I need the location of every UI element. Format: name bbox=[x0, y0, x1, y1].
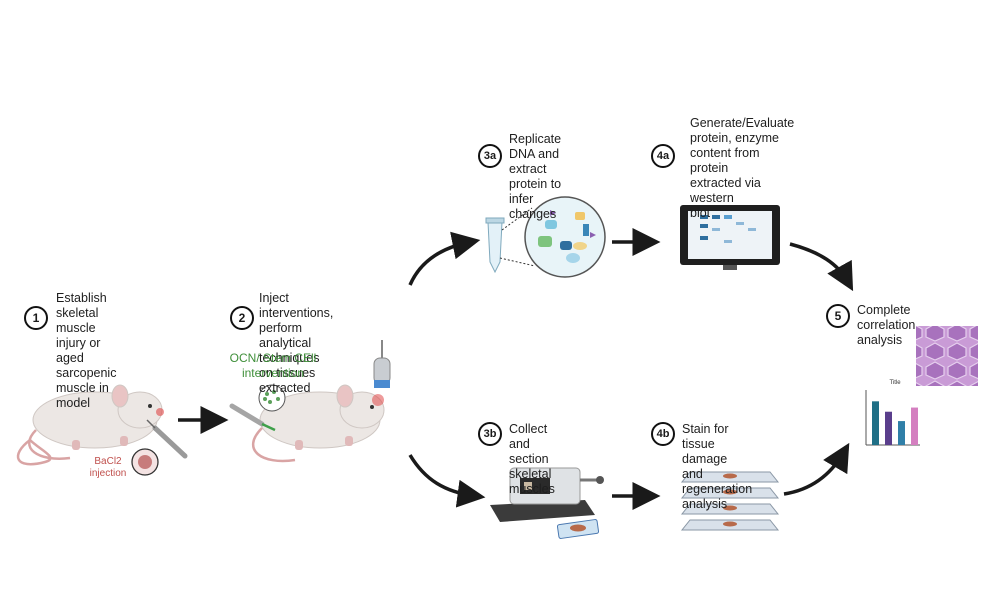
monitor-illustration bbox=[680, 205, 780, 270]
step-2-badge: 2 bbox=[230, 306, 254, 330]
microtome-illustration bbox=[490, 467, 604, 522]
tube-illustration bbox=[485, 217, 505, 274]
step-3a-label: Replicate DNA and extract protein to inf… bbox=[509, 132, 562, 221]
ultrasound-probe bbox=[373, 340, 391, 388]
step-1-label: Establish skeletal muscle injury or aged… bbox=[56, 291, 117, 410]
mouse-1-illustration bbox=[16, 384, 164, 466]
mini-chart-bar-A bbox=[872, 401, 879, 445]
step-3b-badge: 3b bbox=[478, 422, 502, 446]
arrow-2-to-3b bbox=[408, 454, 486, 508]
mini-chart-bar-C bbox=[898, 421, 905, 445]
tissue-histology-image bbox=[916, 326, 978, 386]
dna-protein-circle bbox=[524, 196, 606, 278]
arrow-2-to-3a bbox=[408, 231, 481, 286]
mini-chart-title: Title bbox=[889, 380, 901, 386]
step-4b-badge: 4b bbox=[651, 422, 675, 446]
syringe-1 bbox=[146, 419, 188, 459]
step-2-label: Inject interventions, perform analytical… bbox=[259, 291, 334, 395]
stained-slides-stack bbox=[680, 471, 780, 531]
step-4b-label: Stain for tissue damage and regeneration… bbox=[682, 422, 753, 511]
mini-chart-bar-B bbox=[885, 411, 892, 445]
step-5-label: Complete correlation analysis bbox=[857, 303, 916, 347]
arrow-4b-to-5 bbox=[783, 442, 850, 496]
step-4a-label: Generate/Evaluate protein, enzyme conten… bbox=[690, 116, 795, 220]
step-3a-badge: 3a bbox=[478, 144, 502, 168]
step-4a-badge: 4a bbox=[651, 144, 675, 168]
mini-bar-chart bbox=[865, 390, 920, 446]
syringe-2 bbox=[229, 403, 276, 432]
mini-chart-bar-D bbox=[911, 407, 918, 445]
bacl2-injection-label: BaCl2 injection bbox=[89, 456, 127, 479]
arrow-4a-to-5 bbox=[789, 242, 854, 292]
ocn-stem-cell-label: OCN/ Stem CEll intervention bbox=[229, 351, 317, 380]
glass-slide-small bbox=[556, 519, 600, 539]
step-1-badge: 1 bbox=[24, 306, 48, 330]
step-3b-label: Collect and section skeletal muscles bbox=[509, 422, 555, 496]
step-5-badge: 5 bbox=[826, 304, 850, 328]
stem-cell-bubble bbox=[258, 384, 286, 412]
